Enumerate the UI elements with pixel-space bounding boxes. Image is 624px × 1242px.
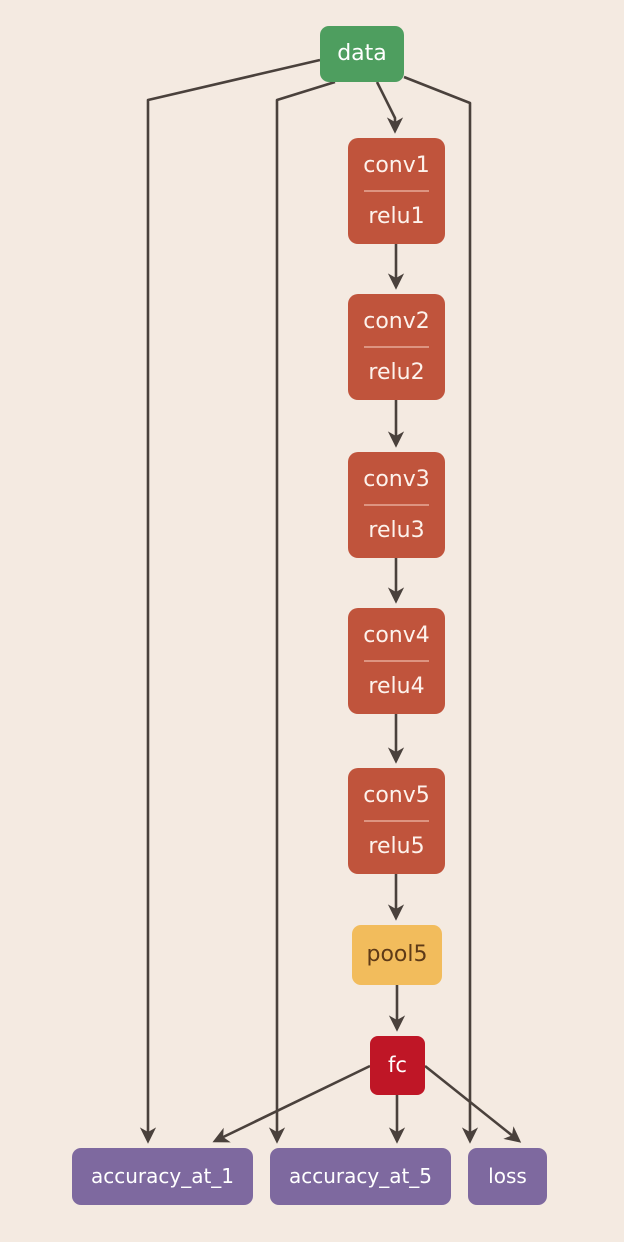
node-conv5-label: conv5 xyxy=(363,782,430,808)
node-accuracy-at-5-label: accuracy_at_5 xyxy=(288,1164,433,1188)
node-relu3-label: relu3 xyxy=(368,518,425,544)
edge-data-to-accuracy-at-5 xyxy=(268,80,336,1144)
node-conv5-divider xyxy=(364,819,429,822)
node-conv4-label: conv4 xyxy=(363,622,430,648)
node-data[interactable]: data xyxy=(320,26,404,82)
node-conv4-divider xyxy=(364,659,429,662)
node-conv5[interactable]: conv5 relu5 xyxy=(348,768,445,874)
node-pool5[interactable]: pool5 xyxy=(352,925,442,985)
node-pool5-label: pool5 xyxy=(366,942,428,968)
node-conv1-label: conv1 xyxy=(363,152,430,178)
node-relu1-label: relu1 xyxy=(368,204,425,230)
node-accuracy-at-1[interactable]: accuracy_at_1 xyxy=(72,1148,253,1205)
node-conv1[interactable]: conv1 relu1 xyxy=(348,138,445,244)
node-fc-label: fc xyxy=(388,1053,407,1078)
node-data-label: data xyxy=(337,41,387,67)
edge-fc-to-accuracy-at-1 xyxy=(212,1064,371,1143)
node-conv3-label: conv3 xyxy=(363,466,430,492)
node-accuracy-at-1-label: accuracy_at_1 xyxy=(90,1164,235,1188)
node-conv4[interactable]: conv4 relu4 xyxy=(348,608,445,714)
node-conv3[interactable]: conv3 relu3 xyxy=(348,452,445,558)
node-conv2-divider xyxy=(364,345,429,348)
node-loss-label: loss xyxy=(488,1164,527,1188)
edge-data-to-accuracy-at-1 xyxy=(139,58,321,1144)
edge-data-to-conv1 xyxy=(375,81,404,134)
node-fc[interactable]: fc xyxy=(370,1036,425,1095)
edge-fc-to-loss xyxy=(424,1064,522,1143)
node-relu2-label: relu2 xyxy=(368,360,425,386)
node-conv3-divider xyxy=(364,503,429,506)
node-conv2[interactable]: conv2 relu2 xyxy=(348,294,445,400)
edge-data-to-loss xyxy=(403,75,479,1144)
node-conv2-label: conv2 xyxy=(363,308,430,334)
node-conv1-divider xyxy=(364,189,429,192)
node-relu5-label: relu5 xyxy=(368,834,425,860)
node-relu4-label: relu4 xyxy=(368,674,425,700)
node-accuracy-at-5[interactable]: accuracy_at_5 xyxy=(270,1148,451,1205)
node-loss[interactable]: loss xyxy=(468,1148,547,1205)
